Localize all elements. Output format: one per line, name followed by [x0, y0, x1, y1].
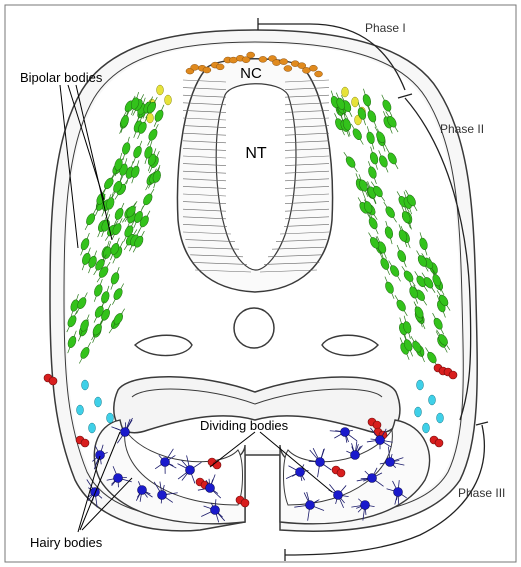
neural-crest-cell	[259, 56, 267, 62]
cyan-cell	[82, 380, 89, 390]
neural-crest-cell	[309, 65, 317, 71]
neural-crest-cell	[284, 65, 292, 71]
cyan-cell	[437, 413, 444, 423]
cyan-cell	[77, 405, 84, 415]
transition-cell	[352, 97, 359, 107]
neural-crest-cell	[315, 71, 323, 77]
nc-label: NC	[240, 65, 262, 82]
neural-crest-cell	[247, 52, 255, 58]
dividing-bodies-label: Dividing bodies	[200, 418, 289, 433]
cyan-cell	[89, 423, 96, 433]
cyan-cell	[107, 413, 114, 423]
phase-2-label: Phase II	[440, 122, 484, 136]
neural-crest-cell	[203, 67, 211, 73]
phase-1-label: Phase I	[365, 21, 406, 35]
transition-cell	[165, 95, 172, 105]
cyan-cell	[423, 423, 430, 433]
cyan-cell	[417, 380, 424, 390]
notochord	[234, 308, 274, 348]
neural-crest-cell	[272, 60, 280, 66]
bipolar-bodies-label: Bipolar bodies	[20, 70, 103, 85]
cyan-cell	[415, 407, 422, 417]
neural-crest-cell	[191, 64, 199, 70]
cyan-cell	[429, 395, 436, 405]
transition-cell	[157, 85, 164, 95]
neural-crest-cell	[216, 64, 224, 70]
phase-3-label: Phase III	[458, 486, 505, 500]
cyan-cell	[95, 397, 102, 407]
nt-label: NT	[245, 145, 267, 162]
hairy-bodies-label: Hairy bodies	[30, 535, 103, 550]
transition-cell	[342, 87, 349, 97]
neural-crest-cell	[280, 59, 288, 65]
